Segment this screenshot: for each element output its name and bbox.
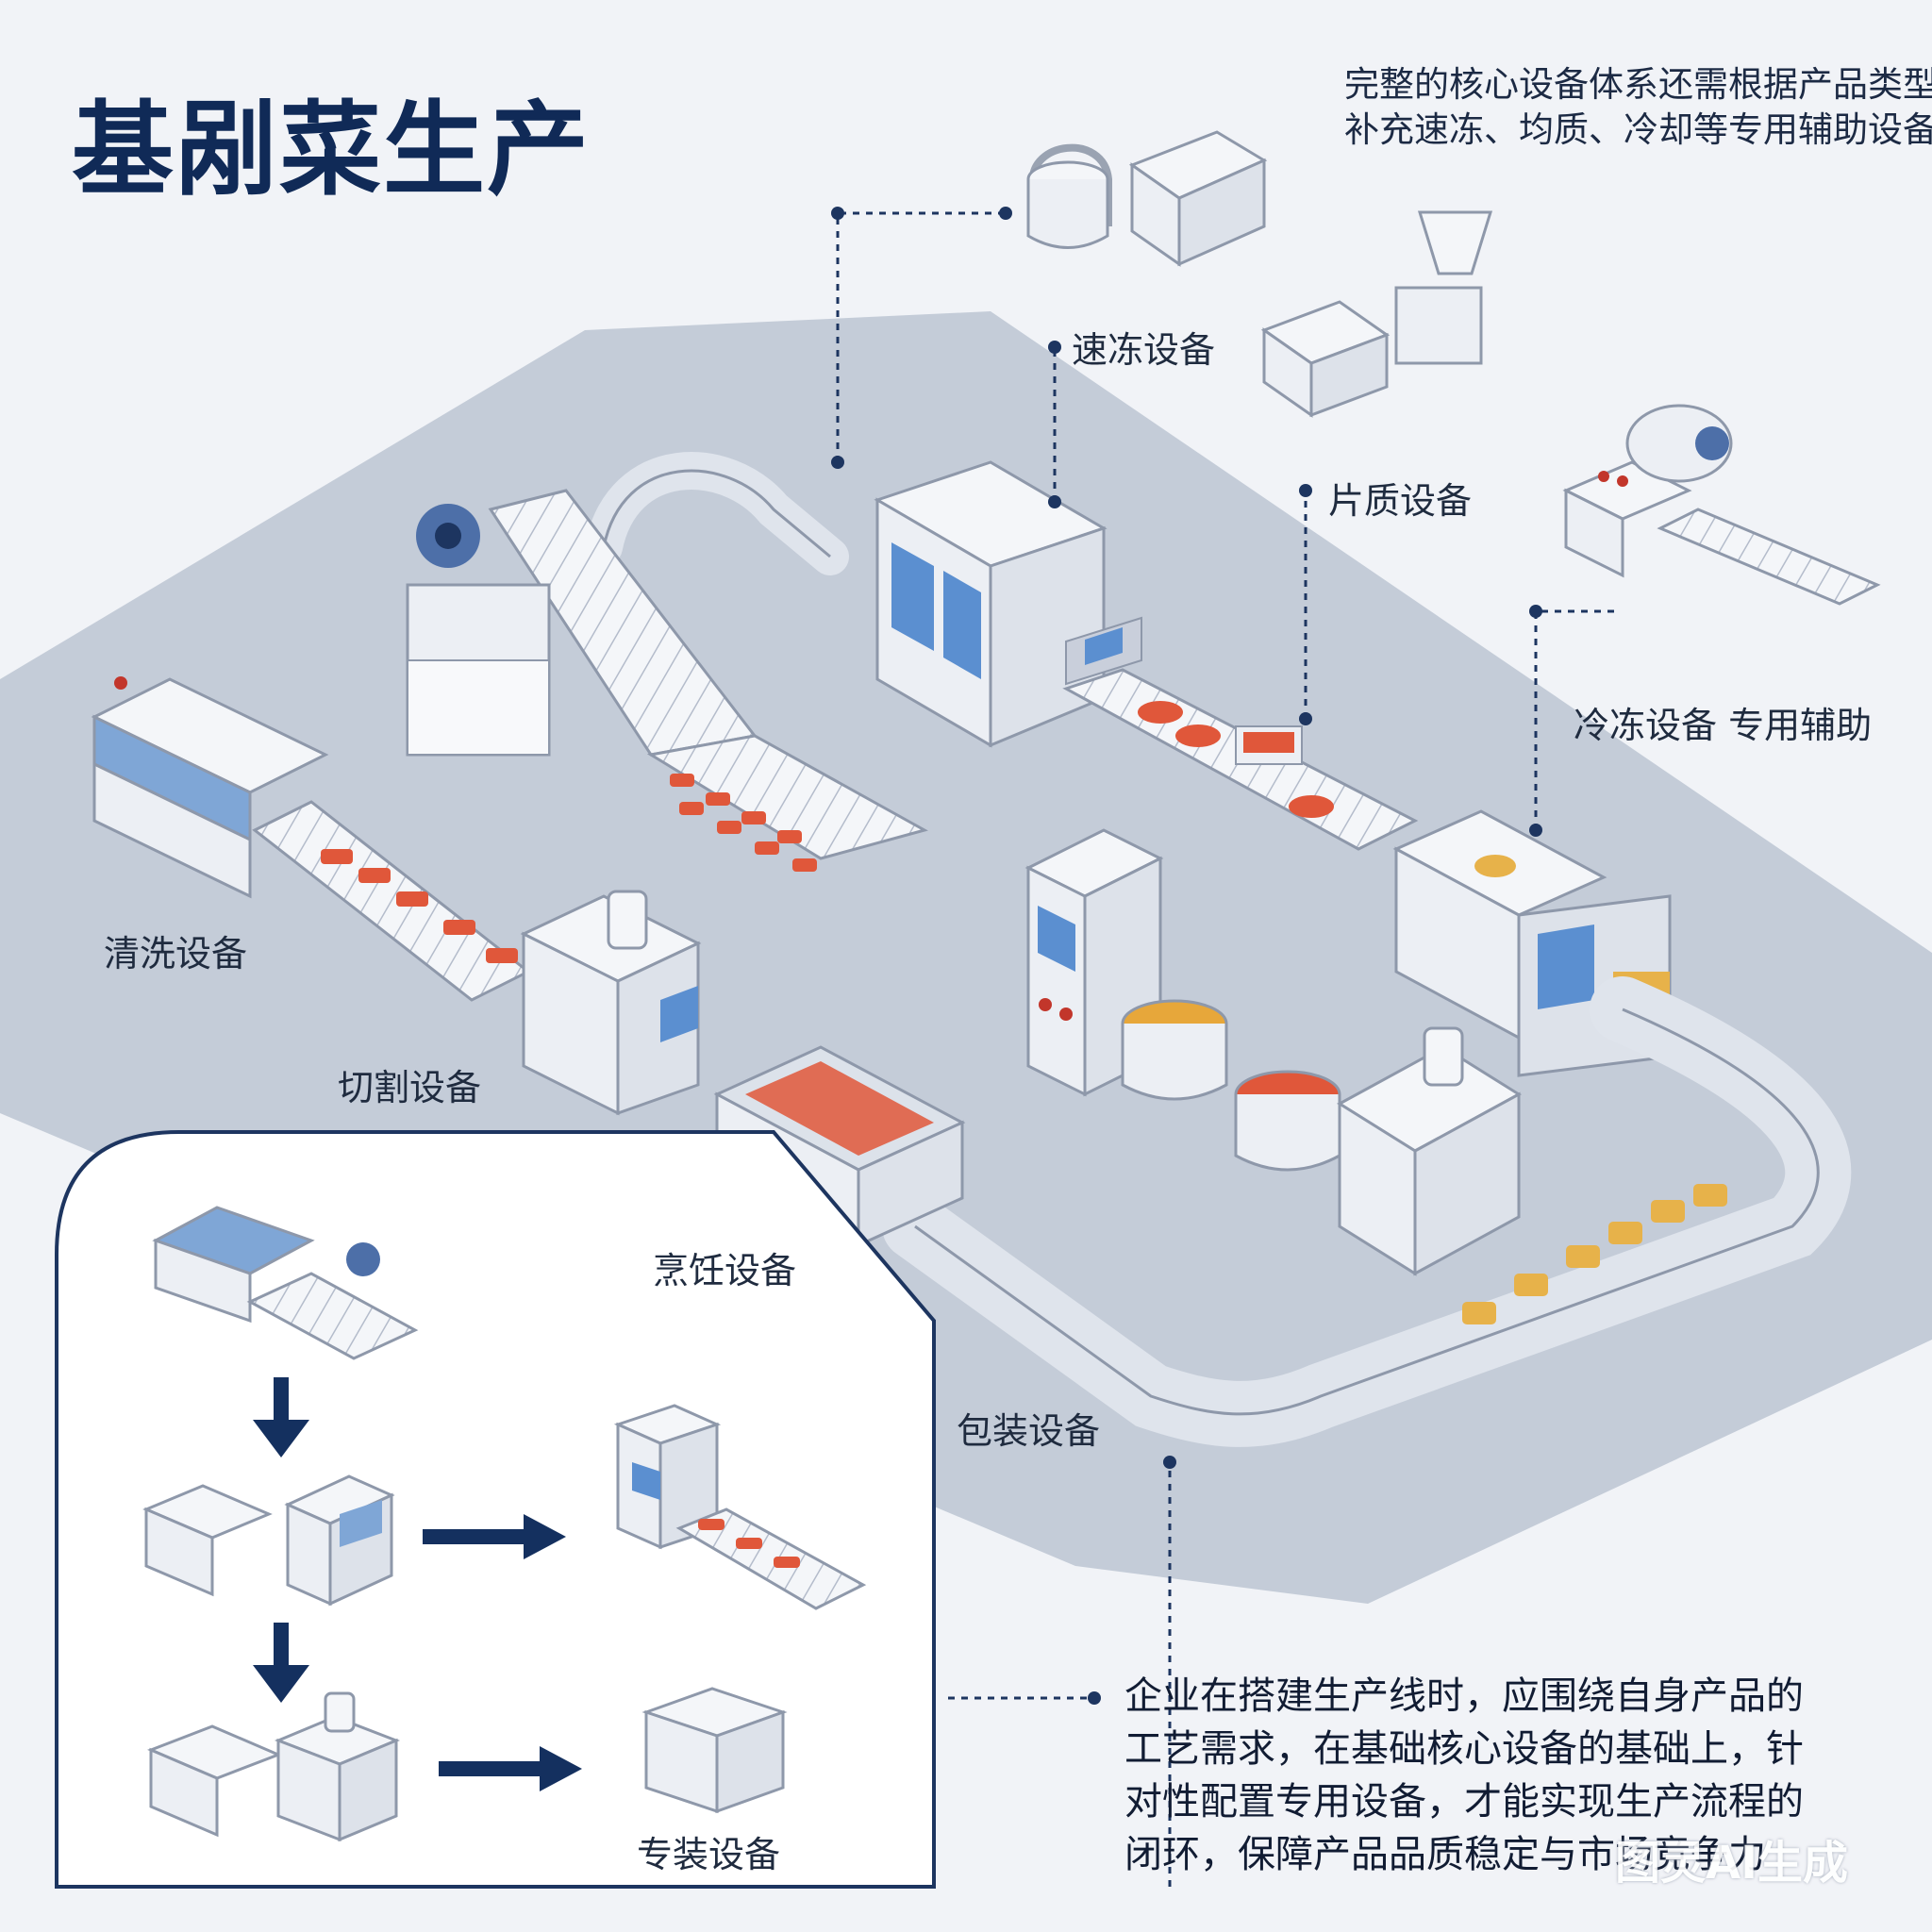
inset-fryer-conveyor: [613, 1404, 867, 1610]
top-note-line: 补充速冻、均质、冷却等专用辅助设备: [1344, 109, 1932, 150]
label-cold-aux-equipment: 冷冻设备 专用辅助: [1574, 705, 1873, 746]
bottom-note: 企业在搭建生产线时，应围绕自身产品的 工艺需求，在基础核心设备的基础上，针 对性…: [1124, 1670, 1898, 1881]
callout-dots: [831, 207, 1542, 1705]
bottom-note-line: 工艺需求，在基础核心设备的基础上，针: [1124, 1727, 1804, 1771]
page-title: 基剐菜生产: [72, 92, 591, 209]
control-cabinet: [1024, 828, 1164, 1097]
cutting-machine: [520, 890, 702, 1116]
callout-lines: [836, 211, 1615, 1887]
inset-arrow-down-1: [253, 1377, 309, 1457]
inset-arrow-right-2: [439, 1746, 582, 1791]
steam-box: [1337, 1026, 1522, 1276]
homogenizer-machine: [1260, 210, 1493, 418]
inset-box-pair: [147, 1691, 401, 1842]
packed-food-items: [1462, 1184, 1727, 1324]
bottom-note-line: 企业在搭建生产线时，应围绕自身产品的: [1124, 1674, 1804, 1718]
inset-hopper-conveyor: [152, 1206, 419, 1360]
label-cook-equipment: 烹饪设备: [653, 1250, 797, 1291]
watermark: 图灵AI生成: [1615, 1837, 1849, 1890]
label-pack-equipment: 包装设备: [957, 1410, 1101, 1452]
top-note-line: 完整的核心设备体系还需根据产品类型，: [1344, 64, 1932, 105]
top-note: 完整的核心设备体系还需根据产品类型， 补充速冻、均质、冷却等专用辅助设备: [1344, 62, 1932, 153]
inset-box-cabinet: [142, 1474, 395, 1607]
bottom-note-line: 闭环，保障产品品质稳定与市场竞争力: [1124, 1833, 1766, 1876]
inset-arrow-right-1: [423, 1514, 566, 1559]
label-cut-equipment: 切割设备: [338, 1067, 482, 1108]
washer-machine: [91, 676, 329, 899]
label-special-equipment: 专装设备: [637, 1834, 781, 1875]
bottom-note-line: 对性配置专用设备，才能实现生产流程的: [1124, 1780, 1804, 1824]
freezer-tank-machine: [1026, 130, 1268, 267]
label-freeze-equipment: 速冻设备: [1072, 329, 1216, 371]
cooking-pots: [1121, 999, 1341, 1172]
auxiliary-cooling-machine: [1562, 404, 1881, 606]
inset-special-bin: [641, 1687, 788, 1814]
label-quality-equipment: 片质设备: [1328, 480, 1473, 522]
label-wash-equipment: 清洗设备: [104, 933, 248, 974]
inset-arrow-down-2: [253, 1623, 309, 1703]
meat-pieces-incline: [670, 774, 817, 872]
